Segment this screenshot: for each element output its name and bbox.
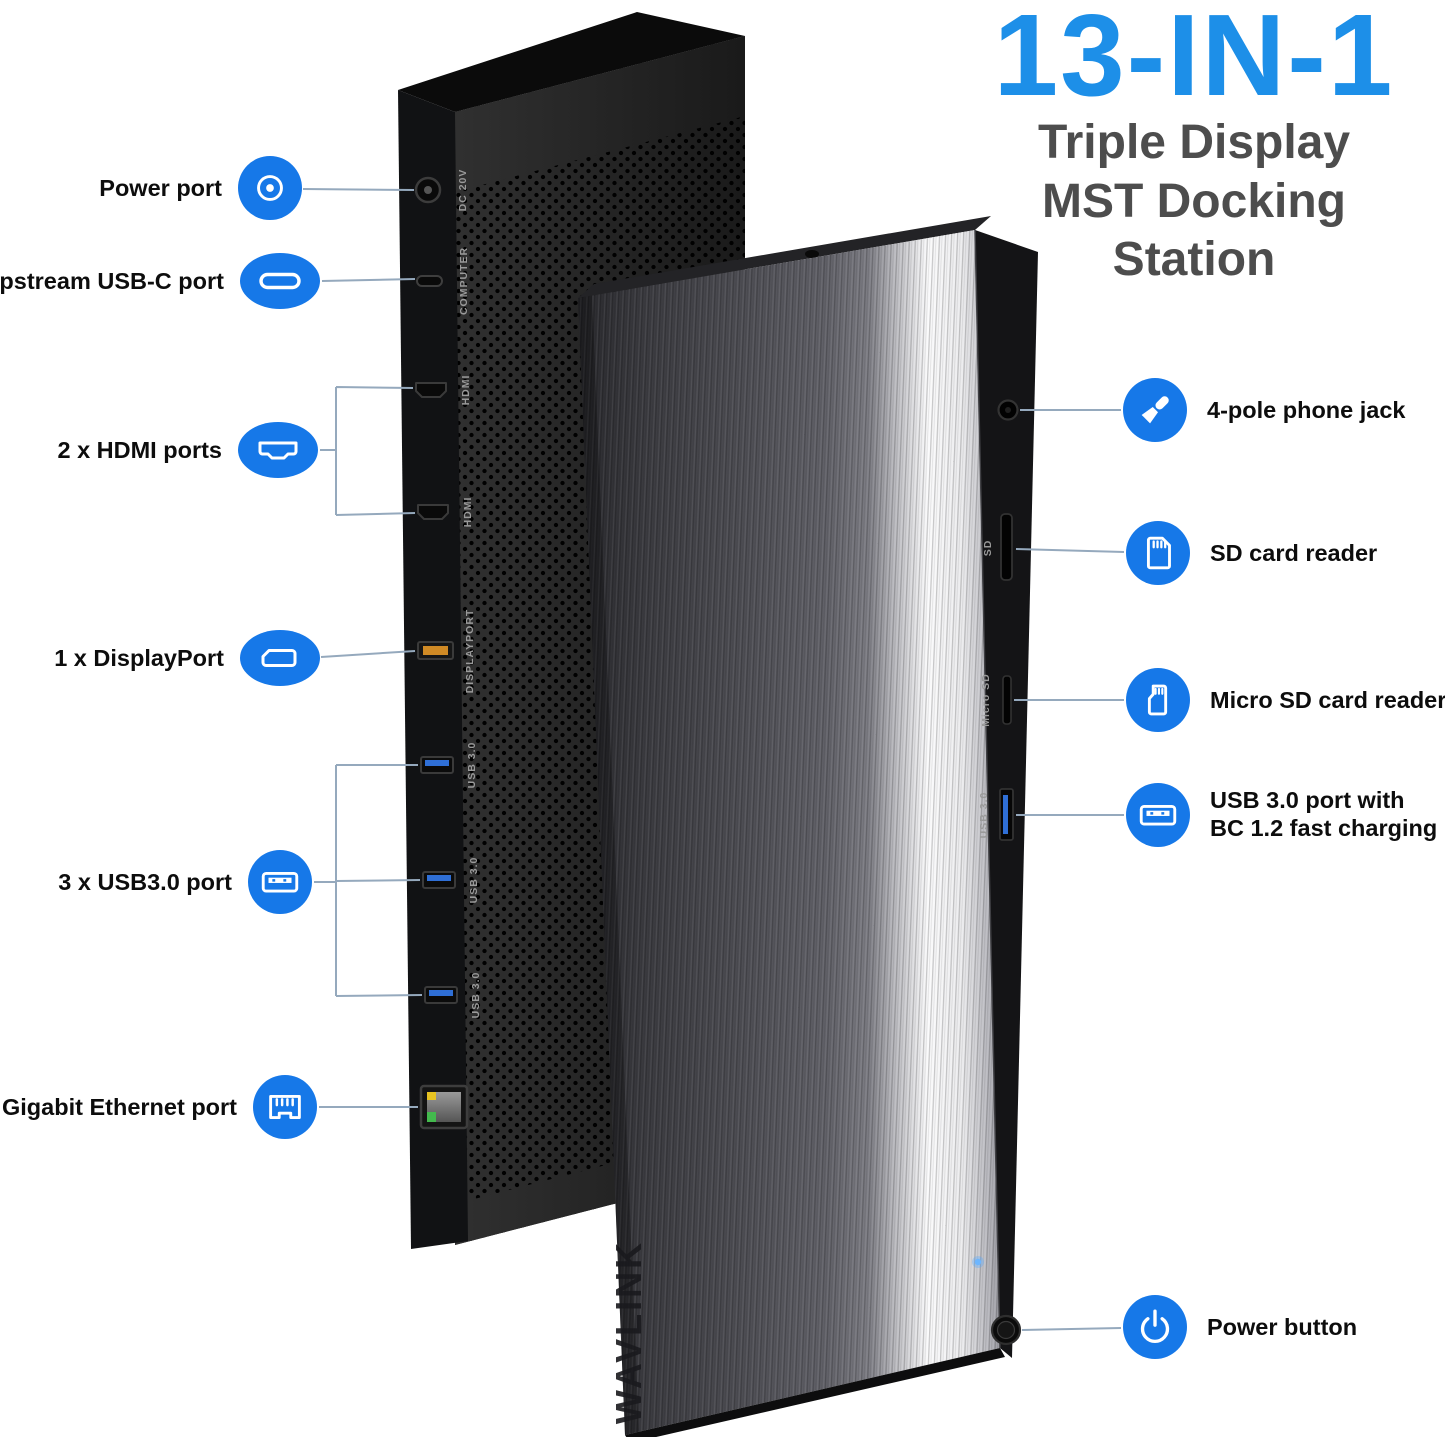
line-usb-c	[321, 278, 416, 282]
power-port-label: Power port	[99, 174, 222, 201]
front-dock-left-seam	[578, 295, 639, 1435]
rear-port-label-dp: DISPLAYPORT	[464, 609, 476, 694]
usb-a-port-icon	[248, 850, 312, 914]
front-dock-edge-highlight	[974, 229, 1001, 1349]
hdmi-port-2	[417, 504, 449, 520]
side-port-label-usb: USB 3.0	[978, 792, 990, 839]
callout-power-button: Power button	[1123, 1295, 1357, 1359]
line-power-port	[302, 188, 415, 191]
micro-sd-card-icon	[1126, 668, 1190, 732]
dc-power-port	[414, 176, 442, 204]
usb3-port-1	[420, 756, 454, 774]
usb-charging-label-line2: BC 1.2 fast charging	[1210, 815, 1438, 841]
callout-usb3: 3 x USB3.0 port	[58, 850, 312, 914]
phone-jack-port	[997, 399, 1019, 421]
line-sd	[1015, 548, 1125, 553]
front-dock-brush-texture	[578, 230, 1000, 1435]
rear-dock-top-band	[455, 36, 745, 192]
callout-micro-sd-reader: Micro SD card reader	[1126, 668, 1445, 732]
line-usb3-bracket	[314, 764, 423, 997]
power-button-icon	[1123, 1295, 1187, 1359]
brand-logo: WAVLINK	[608, 1240, 649, 1424]
line-displayport	[320, 650, 416, 658]
callout-sd-reader: SD card reader	[1126, 521, 1377, 585]
phone-jack-label: 4-pole phone jack	[1207, 396, 1406, 423]
microphone-icon	[1123, 378, 1187, 442]
usb3-port-2	[422, 871, 456, 889]
side-ports: SD Micro SD USB 3.0	[978, 399, 1022, 1346]
sd-card-slot	[1000, 513, 1013, 581]
side-port-label-micro-sd: Micro SD	[980, 673, 992, 727]
page-title: 13-IN-1	[993, 0, 1395, 120]
title-block: 13-IN-1 Triple Display MST Docking Stati…	[955, 0, 1433, 290]
callout-phone-jack: 4-pole phone jack	[1123, 378, 1406, 442]
status-led	[974, 1258, 982, 1266]
line-hdmi-bracket	[320, 386, 416, 516]
rear-ports: DC 20V COMPUTER HDMI HDMI DISPLAYPORT	[414, 169, 482, 1130]
usb3-side-port	[999, 788, 1014, 841]
subtitle-line-2: MST Docking Station	[1041, 174, 1346, 287]
displayport-icon	[240, 630, 320, 686]
rear-port-label-hdmi-1: HDMI	[460, 375, 472, 406]
usb-c-icon	[240, 253, 320, 309]
usb3-label: 3 x USB3.0 port	[58, 868, 232, 895]
usb-charging-icon	[1126, 783, 1190, 847]
callout-hdmi: 2 x HDMI ports	[57, 422, 318, 478]
callout-usb-c: Upstream USB-C port	[0, 253, 320, 309]
ethernet-port	[419, 1084, 469, 1130]
usb-c-label: Upstream USB-C port	[0, 267, 224, 294]
hdmi-label: 2 x HDMI ports	[57, 436, 222, 463]
rear-port-label-dc: DC 20V	[457, 169, 469, 212]
callout-displayport: 1 x DisplayPort	[54, 630, 320, 686]
hdmi-port-1	[415, 382, 447, 398]
sd-reader-label: SD card reader	[1210, 539, 1378, 566]
front-dock-top-face	[578, 216, 991, 298]
usb3-port-3	[424, 986, 458, 1004]
callout-lines	[302, 188, 1125, 1331]
power-button	[990, 1314, 1022, 1346]
rear-dock-port-strip	[398, 90, 468, 1249]
rear-port-label-usb-3: USB 3.0	[470, 972, 482, 1019]
displayport-port	[417, 641, 454, 660]
front-dock-top-hole	[805, 250, 819, 258]
usb-charging-label-line1: USB 3.0 port with	[1210, 787, 1405, 814]
ethernet-label: Gigabit Ethernet port	[2, 1093, 237, 1120]
sd-card-icon	[1126, 521, 1190, 585]
upstream-usb-c-port	[416, 275, 443, 287]
callout-usb-charging: USB 3.0 port with BC 1.2 fast charging	[1126, 783, 1437, 847]
rear-port-label-computer: COMPUTER	[458, 247, 470, 315]
hdmi-icon	[238, 422, 318, 478]
micro-sd-slot	[1002, 675, 1012, 725]
side-port-label-sd: SD	[982, 540, 994, 557]
usb-charging-label: USB 3.0 port with BC 1.2 fast charging	[1210, 787, 1437, 842]
ethernet-icon	[253, 1075, 317, 1139]
rear-port-label-usb-2: USB 3.0	[468, 857, 480, 904]
rear-port-label-hdmi-2: HDMI	[462, 497, 474, 528]
callout-power-port: Power port	[99, 156, 302, 220]
displayport-label: 1 x DisplayPort	[54, 644, 224, 671]
rear-dock-top-face	[398, 12, 745, 112]
front-dock-device: WAVLINK SD Micro SD	[578, 216, 1038, 1437]
callout-ethernet: Gigabit Ethernet port	[2, 1075, 317, 1139]
line-power-button	[1021, 1327, 1122, 1331]
power-port-icon	[238, 156, 302, 220]
micro-sd-reader-label: Micro SD card reader	[1210, 686, 1445, 713]
rear-port-label-usb-1: USB 3.0	[466, 742, 478, 789]
subtitle-line-1: Triple Display	[1037, 116, 1351, 170]
power-button-label: Power button	[1207, 1313, 1358, 1340]
front-dock-bottom-face	[625, 1348, 1005, 1437]
